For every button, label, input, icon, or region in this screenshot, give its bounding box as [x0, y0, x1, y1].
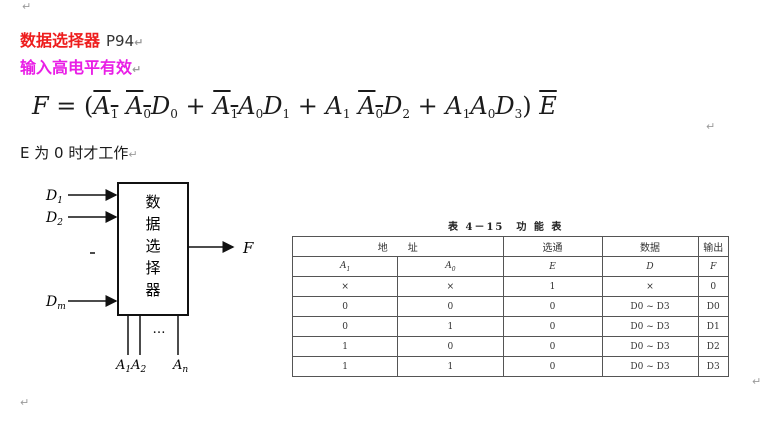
multiplexer-diagram: 数 据 选 择 器 D1 D2 Dm F … A1A2 An — [45, 182, 254, 375]
input-label: D1 — [45, 188, 63, 206]
subhead-cell: D — [601, 256, 699, 277]
paragraph-mark: ↵ — [706, 120, 716, 133]
table-cell: D0 ~ D3 — [601, 336, 699, 357]
paragraph-mark: ↵ — [22, 0, 32, 13]
paragraph-mark: ↵ — [752, 375, 762, 388]
formula-text: F = (A1 A0D0 + A1A0D1 + A1 A0D2 + A1A0D3… — [32, 92, 557, 121]
table-cell: 0 — [502, 316, 603, 337]
table-cell: D0 — [697, 296, 729, 317]
table-caption: 表 4－15 功 能 表 — [448, 222, 564, 233]
paragraph-mark: ↵ — [20, 396, 30, 409]
block-char: 择 — [145, 259, 160, 277]
table-sub-header: A1 A0 E D F — [291, 256, 729, 277]
block-char: 选 — [145, 237, 160, 255]
table-cell: 0 — [291, 296, 399, 317]
enable-note: E 为 0 时才工作↵ — [20, 142, 138, 163]
select-label: An — [172, 358, 188, 375]
input-label: Dm — [45, 294, 66, 312]
subheading-text: 输入高电平有效 — [20, 58, 133, 77]
select-ellipsis: … — [153, 322, 166, 337]
subhead-cell: F — [697, 256, 729, 277]
table-cell: 0 — [291, 316, 399, 337]
header-output: 输出 — [697, 236, 729, 257]
table-cell: 0 — [697, 276, 729, 297]
table-cell: 1 — [291, 356, 399, 377]
selector-formula: F = (A1 A0D0 + A1A0D1 + A1 A0D2 + A1A0D3… — [32, 92, 557, 121]
enable-note-text: E 为 0 时才工作 — [20, 144, 129, 162]
heading-page-ref: P94 — [106, 32, 135, 50]
table-cell: D0 ~ D3 — [601, 356, 699, 377]
table-cell: D3 — [697, 356, 729, 377]
block-char: 据 — [145, 215, 160, 233]
header-address: 地 址 — [292, 236, 504, 257]
header-data: 数据 — [601, 236, 699, 257]
selector-block — [117, 182, 189, 316]
block-char: 器 — [145, 281, 160, 299]
table-row: 1 0 0 D0 ~ D3 D2 — [291, 336, 729, 357]
table-cell: 1 — [397, 356, 504, 377]
input-label: D2 — [45, 210, 63, 228]
table-cell: 0 — [502, 296, 603, 317]
block-char: 数 — [145, 193, 160, 211]
select-label: A1A2 — [115, 358, 147, 375]
table-row: 1 1 0 D0 ~ D3 D3 — [291, 356, 729, 377]
table-cell: D1 — [697, 316, 729, 337]
paragraph-mark: ↵ — [132, 63, 142, 76]
table-row: × × 1 × 0 — [291, 276, 729, 297]
heading-title: 数据选择器 — [20, 31, 101, 50]
table-cell: 0 — [502, 356, 603, 377]
paragraph-mark: ↵ — [134, 36, 144, 49]
subheading: 输入高电平有效↵ — [20, 54, 141, 78]
subhead-cell: E — [502, 256, 603, 277]
table-cell: D0 ~ D3 — [601, 296, 699, 317]
table-cell: 1 — [502, 276, 603, 297]
table-cell: 1 — [291, 336, 399, 357]
table-cell: 1 — [397, 316, 504, 337]
table-cell: 0 — [502, 336, 603, 357]
function-table: 地 址 选通 数据 输出 A1 A0 E D F × × 1 × 0 0 0 0… — [291, 236, 729, 377]
table-cell: 0 — [397, 296, 504, 317]
table-cell: 0 — [397, 336, 504, 357]
output-label: F — [242, 239, 254, 257]
table-group-header: 地 址 选通 数据 输出 — [292, 236, 729, 257]
table-cell: × — [291, 276, 399, 297]
subhead-cell: A0 — [397, 256, 504, 277]
table-cell: D0 ~ D3 — [601, 316, 699, 337]
page-heading: 数据选择器 P94↵ — [20, 27, 143, 51]
table-row: 0 1 0 D0 ~ D3 D1 — [291, 316, 729, 337]
paragraph-mark: ↵ — [128, 148, 138, 161]
table-cell: D2 — [697, 336, 729, 357]
table-cell: × — [601, 276, 699, 297]
subhead-cell: A1 — [291, 256, 399, 277]
table-cell: × — [397, 276, 504, 297]
table-row: 0 0 0 D0 ~ D3 D0 — [291, 296, 729, 317]
header-strobe: 选通 — [502, 236, 603, 257]
